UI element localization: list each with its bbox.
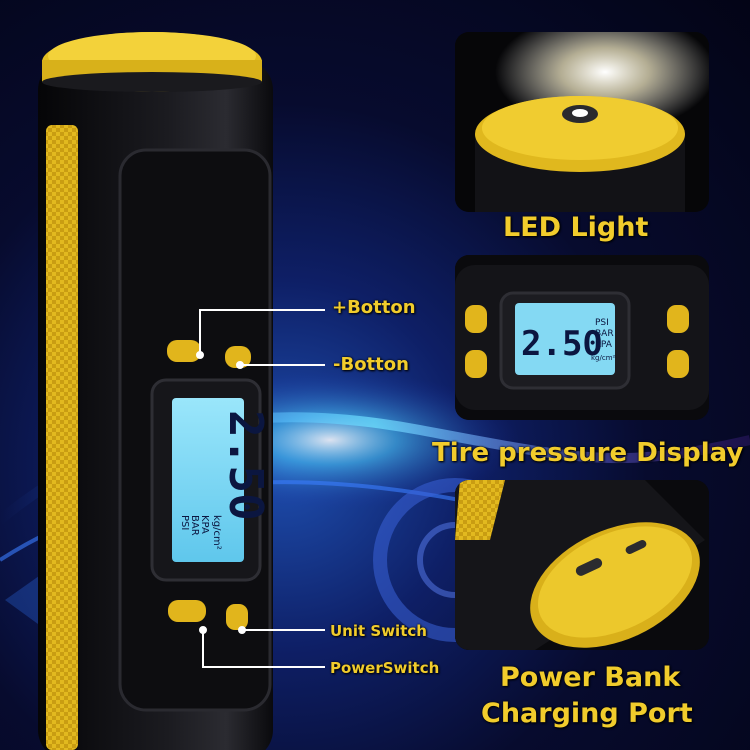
plus-button[interactable] <box>167 340 201 362</box>
closeup-minus-button <box>667 305 689 333</box>
closeup-power-button <box>667 350 689 378</box>
power-bank-label: Power Bank <box>500 662 681 693</box>
unit-switch-label: Unit Switch <box>330 622 427 640</box>
charging-port-label: Charging Port <box>481 698 693 729</box>
lcd-unit-bar: BAR <box>189 515 200 536</box>
lcd-reading: 2.50 <box>219 410 273 521</box>
led-light-photo <box>455 32 709 212</box>
charging-port-panel <box>455 480 709 650</box>
led-light-label: LED Light <box>503 212 649 243</box>
closeup-unit-button <box>465 350 487 378</box>
charging-port-photo <box>455 480 709 650</box>
usb-c-port <box>625 540 647 554</box>
usb-port <box>575 558 603 576</box>
lcd-screen <box>172 398 244 562</box>
closeup-plus-button <box>465 305 487 333</box>
power-switch-label: PowerSwitch <box>330 659 440 677</box>
power-switch-button[interactable] <box>226 604 248 630</box>
lcd-screen-closeup <box>515 303 615 375</box>
svg-text:kg/cm²: kg/cm² <box>591 354 616 362</box>
lcd-unit-psi: PSI <box>179 515 190 530</box>
lcd-unit-kpa: KPA <box>199 515 210 534</box>
callout-lines <box>196 309 325 668</box>
svg-text:KPA: KPA <box>595 340 613 350</box>
display-closeup-photo: 2.50 PSI BAR KPA kg/cm² <box>455 255 709 420</box>
unit-switch-button[interactable] <box>168 600 206 622</box>
minus-button-label: -Botton <box>333 354 409 375</box>
plus-button-label: +Botton <box>332 297 416 318</box>
svg-text:BAR: BAR <box>595 329 614 339</box>
carbon-fiber-corner <box>455 480 505 540</box>
svg-text:PSI: PSI <box>595 318 609 328</box>
lcd-unit-kgcm: kg/cm² <box>211 515 222 550</box>
carbon-fiber-strip <box>46 125 78 750</box>
lcd-reading-closeup: 2.50 <box>521 324 603 364</box>
tire-display-label: Tire pressure Display <box>432 438 744 468</box>
display-panel: 2.50 PSI BAR KPA kg/cm² <box>455 255 709 420</box>
led-light-panel <box>455 32 709 212</box>
minus-button[interactable] <box>225 346 251 368</box>
